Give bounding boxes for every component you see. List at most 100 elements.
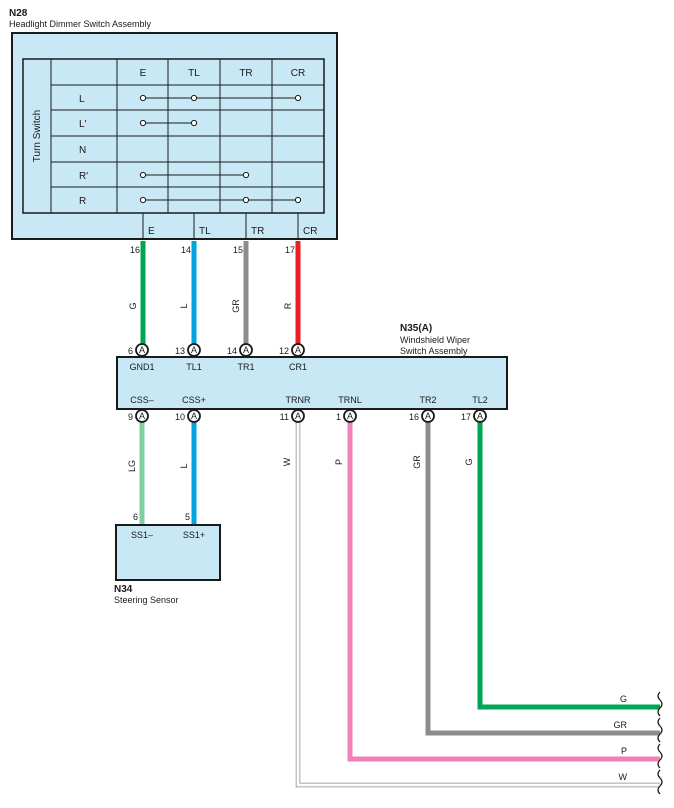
connector-pin-marker — [421, 409, 435, 423]
n34-pin-number: 5 — [185, 512, 190, 522]
connector-letter: A — [477, 411, 483, 421]
n35-terminal-label: TRNR — [286, 395, 311, 405]
connector-letter: A — [425, 411, 431, 421]
row-label: R — [79, 196, 86, 207]
n28-pin-number: 14 — [181, 245, 191, 255]
column-header-tr: TR — [239, 68, 252, 79]
turn-switch-label: Turn Switch — [32, 110, 43, 162]
wire-color-label: R — [283, 302, 293, 309]
wire-p — [347, 422, 660, 762]
connector-pin-marker — [135, 409, 149, 423]
wire-color-label: G — [464, 458, 474, 465]
n35-terminal-label: CR1 — [289, 362, 307, 372]
wire-gr — [425, 422, 660, 736]
wire-color-label: GR — [412, 455, 422, 469]
n34-code: N34 — [114, 584, 133, 595]
connector-letter: A — [191, 345, 197, 355]
connector-letter: A — [191, 411, 197, 421]
row-label: N — [79, 145, 86, 156]
n35-pin-number: 16 — [409, 412, 419, 422]
n35-pin-number: 6 — [128, 346, 133, 356]
row-label: R' — [79, 171, 88, 182]
continuity-point — [139, 119, 147, 127]
n28-terminal-tr: TR — [251, 226, 264, 237]
connector-letter: A — [295, 345, 301, 355]
column-header-cr: CR — [291, 68, 305, 79]
n28-name: Headlight Dimmer Switch Assembly — [9, 19, 152, 29]
n35-terminal-label: TR1 — [237, 362, 254, 372]
continuity-point — [139, 171, 147, 179]
continuity-point — [242, 171, 250, 179]
n35-terminal-label: GND1 — [129, 362, 154, 372]
steering-sensor-box — [115, 524, 221, 581]
n28-code: N28 — [9, 8, 28, 19]
continuity-point — [294, 196, 302, 204]
wire-end-label: GR — [614, 720, 628, 730]
wire-color-label: L — [179, 303, 189, 308]
wire-end-label: W — [619, 772, 628, 782]
wire-break-symbol — [657, 743, 663, 769]
wire-color-label: P — [334, 459, 344, 465]
n28-terminal-cr: CR — [303, 226, 317, 237]
connector-letter: A — [139, 345, 145, 355]
wire-color-label: G — [128, 302, 138, 309]
connector-letter: A — [243, 345, 249, 355]
n35-pin-number: 12 — [279, 346, 289, 356]
n35-pin-number: 1 — [336, 412, 341, 422]
n28-pin-number: 15 — [233, 245, 243, 255]
n34-name: Steering Sensor — [114, 595, 179, 605]
connector-pin-marker — [291, 409, 305, 423]
n35-pin-number: 14 — [227, 346, 237, 356]
continuity-point — [139, 196, 147, 204]
continuity-point — [190, 119, 198, 127]
continuity-point — [294, 94, 302, 102]
wire-w — [296, 422, 660, 787]
n35-terminal-label: TL2 — [472, 395, 488, 405]
wire-break-symbol — [657, 769, 663, 795]
n35-terminal-label: TRNL — [338, 395, 362, 405]
n35-pin-number: 11 — [280, 412, 289, 422]
n35-terminal-label: CSS– — [130, 395, 154, 405]
connector-letter: A — [295, 411, 301, 421]
wire-break-symbol — [657, 717, 663, 743]
connector-pin-marker — [187, 409, 201, 423]
n28-terminal-tl: TL — [199, 226, 211, 237]
continuity-point — [190, 94, 198, 102]
row-label: L — [79, 94, 85, 105]
connector-pin-marker — [135, 343, 149, 357]
n35-name-line1: Windshield Wiper — [400, 335, 470, 345]
connector-pin-marker — [239, 343, 253, 357]
n35-terminal-label: CSS+ — [182, 395, 206, 405]
n35-pin-number: 10 — [175, 412, 185, 422]
connector-pin-marker — [343, 409, 357, 423]
connector-letter: A — [139, 411, 145, 421]
wire-end-label: G — [620, 694, 627, 704]
wire-color-label: W — [282, 457, 292, 466]
wire-color-label: LG — [127, 460, 137, 472]
n28-terminal-e: E — [148, 226, 155, 237]
windshield-wiper-switch-box — [116, 356, 508, 410]
continuity-point — [139, 94, 147, 102]
n35-name-line2: Switch Assembly — [400, 346, 468, 356]
wire-break-symbol — [657, 691, 663, 717]
n28-pin-number: 17 — [285, 245, 295, 255]
column-header-e: E — [140, 68, 147, 79]
connector-pin-marker — [473, 409, 487, 423]
wire-g — [477, 422, 660, 710]
n34-terminal-label: SS1– — [131, 530, 153, 540]
wire-color-label: GR — [231, 299, 241, 313]
n28-terminal-strip — [142, 213, 299, 239]
n35-pin-number: 13 — [175, 346, 185, 356]
n35-code: N35(A) — [400, 323, 432, 334]
connector-letter: A — [347, 411, 353, 421]
n28-pin-number: 16 — [130, 245, 140, 255]
n35-pin-number: 17 — [461, 412, 471, 422]
column-header-tl: TL — [188, 68, 200, 79]
connector-pin-marker — [291, 343, 305, 357]
row-label: L' — [79, 119, 87, 130]
n35-pin-number: 9 — [128, 412, 133, 422]
n35-terminal-label: TR2 — [419, 395, 436, 405]
n34-terminal-label: SS1+ — [183, 530, 205, 540]
turn-switch-table — [22, 58, 325, 214]
